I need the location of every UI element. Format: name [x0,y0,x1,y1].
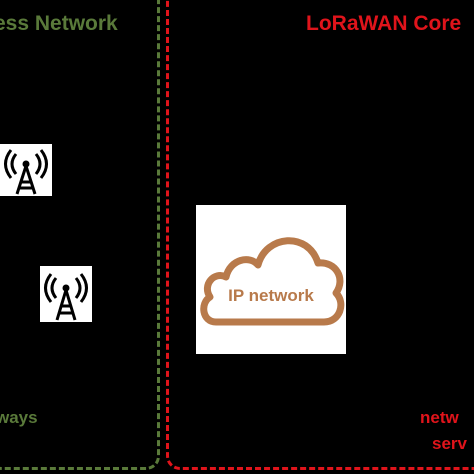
lorawan-core-region [166,0,474,470]
ip-network-panel: IP network [196,205,346,354]
network-server-label-line2: serv [432,434,467,453]
gateways-label: ways [0,408,38,427]
network-server-label-line1: netw [420,408,459,427]
lorawan-core-title: LoRaWAN Core [302,12,466,36]
wireless-network-region [0,0,160,470]
gateway-2-radio-tower-icon [40,266,92,322]
cloud-icon [200,237,345,326]
ip-network-label: IP network [228,286,314,305]
gateway-1-radio-tower-icon [0,144,52,196]
wireless-network-title: ess Network [0,12,122,36]
